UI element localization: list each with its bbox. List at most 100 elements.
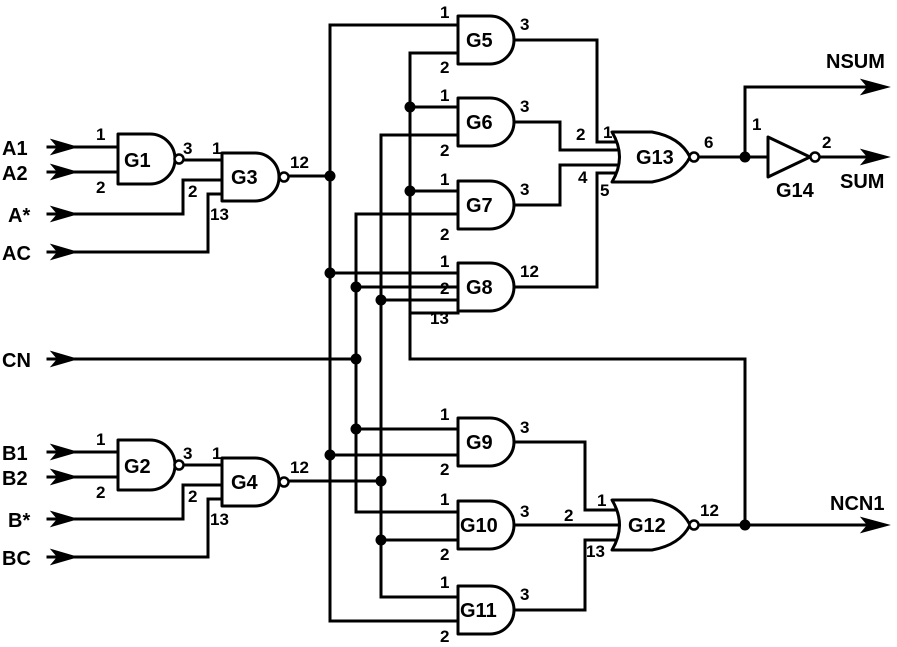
pin-number: 5 xyxy=(600,181,609,200)
input-arrow-icon xyxy=(49,163,79,181)
input-arrow-icon xyxy=(49,468,79,486)
pin-number: 3 xyxy=(520,97,529,116)
arrows xyxy=(49,78,891,566)
pin-number: 1 xyxy=(96,125,105,144)
pin-number: 3 xyxy=(520,15,529,34)
pin-number: 1 xyxy=(440,490,449,509)
input-label-a1: A1 xyxy=(2,138,28,160)
gate-label-g6: G6 xyxy=(466,112,493,134)
pin-number: 1 xyxy=(597,491,606,510)
input-label-a-star: A* xyxy=(8,205,30,227)
junction-dot xyxy=(375,294,387,306)
inverter-bubble xyxy=(688,151,700,163)
inverter-bubble xyxy=(173,459,185,471)
pin-number: 13 xyxy=(210,205,229,224)
pin-number: 13 xyxy=(430,309,449,328)
gate-label-g12: G12 xyxy=(628,515,666,537)
junction-dot xyxy=(350,281,362,293)
gate-label-g2: G2 xyxy=(124,456,151,478)
output-label-sum: SUM xyxy=(840,171,884,193)
gate-g13 xyxy=(610,130,700,184)
output-arrow-icon xyxy=(859,148,891,166)
junction-dot xyxy=(350,423,362,435)
junction-dot xyxy=(350,353,362,365)
pin-number: 1 xyxy=(440,170,449,189)
pin-number: 2 xyxy=(188,182,197,201)
pin-number: 12 xyxy=(520,262,539,281)
junction-dot xyxy=(324,267,336,279)
pin-number: 1 xyxy=(440,573,449,592)
gate-label-g11: G11 xyxy=(460,600,497,622)
pin-number: 3 xyxy=(520,418,529,437)
gate-label-g7: G7 xyxy=(466,195,493,217)
pin-number: 2 xyxy=(822,133,831,152)
pin-number: 3 xyxy=(520,585,529,604)
pin-number: 12 xyxy=(290,153,309,172)
pin-number: 1 xyxy=(440,86,449,105)
pin-number: 2 xyxy=(440,141,449,160)
gate-label-g14: G14 xyxy=(776,180,815,202)
pin-number: 3 xyxy=(183,139,192,158)
gate-g10 xyxy=(456,499,516,551)
input-label-ac: AC xyxy=(2,243,31,265)
input-label-b1: B1 xyxy=(2,443,28,465)
junction-dot xyxy=(324,170,336,182)
pin-number: 3 xyxy=(520,180,529,199)
gate-label-g4: G4 xyxy=(231,472,259,494)
gate-g1 xyxy=(116,132,185,186)
output-arrow-icon xyxy=(859,78,891,96)
pin-number: 2 xyxy=(576,125,585,144)
pin-number: 3 xyxy=(520,502,529,521)
gate-g3 xyxy=(220,151,290,203)
junction-dot xyxy=(375,534,387,546)
input-label-cn: CN xyxy=(2,350,31,372)
pin-number: 1 xyxy=(752,115,761,134)
input-label-b2: B2 xyxy=(2,468,28,490)
gate-label-g9: G9 xyxy=(466,432,493,454)
input-arrow-icon xyxy=(49,138,79,156)
input-arrow-icon xyxy=(49,548,79,566)
pin-number: 1 xyxy=(440,405,449,424)
pin-number: 4 xyxy=(578,168,588,187)
gate-label-g10: G10 xyxy=(460,515,498,537)
pin-number: 1 xyxy=(212,444,221,463)
junction-dot xyxy=(324,449,336,461)
output-arrow-icon xyxy=(859,516,891,534)
gate-g4 xyxy=(220,456,290,508)
inverter-bubble xyxy=(278,476,290,488)
pin-number: 2 xyxy=(440,225,449,244)
pin-number: 2 xyxy=(188,487,197,506)
gate-g6 xyxy=(456,96,516,148)
pin-number: 2 xyxy=(440,460,449,479)
gate-label-g5: G5 xyxy=(466,30,493,52)
input-label-a2: A2 xyxy=(2,163,28,185)
junction-dot xyxy=(375,475,387,487)
pin-number: 3 xyxy=(183,444,192,463)
output-label-ncn1: NCN1 xyxy=(830,493,884,515)
pin-number: 2 xyxy=(440,627,449,646)
junction-dot xyxy=(739,151,751,163)
pin-number: 1 xyxy=(212,139,221,158)
pin-number: 1 xyxy=(96,430,105,449)
gate-labels: G1 G2 G3 G4 G5 G6 G7 G8 G9 G10 G11 G12 G… xyxy=(124,30,815,622)
junction-dots xyxy=(324,101,751,546)
junction-dot xyxy=(739,519,751,531)
inverter-bubble xyxy=(278,171,290,183)
inverter-bubble xyxy=(173,153,185,165)
gate-g14 xyxy=(766,135,821,179)
pin-number: 2 xyxy=(564,506,573,525)
signal-labels: A1 A2 A* AC CN B1 B2 B* BC NSUM SUM NCN1 xyxy=(2,51,885,570)
inverter-bubble xyxy=(809,151,821,163)
output-label-nsum: NSUM xyxy=(826,51,885,73)
junction-dot xyxy=(404,185,416,197)
gate-g2 xyxy=(116,438,185,492)
pin-number: 12 xyxy=(290,458,309,477)
input-label-bc: BC xyxy=(2,548,31,570)
pin-number: 1 xyxy=(440,252,449,271)
junction-dot xyxy=(404,101,416,113)
pin-number: 2 xyxy=(96,178,105,197)
input-label-b-star: B* xyxy=(8,510,30,532)
gate-g8 xyxy=(456,261,516,313)
pin-number: 12 xyxy=(700,501,719,520)
